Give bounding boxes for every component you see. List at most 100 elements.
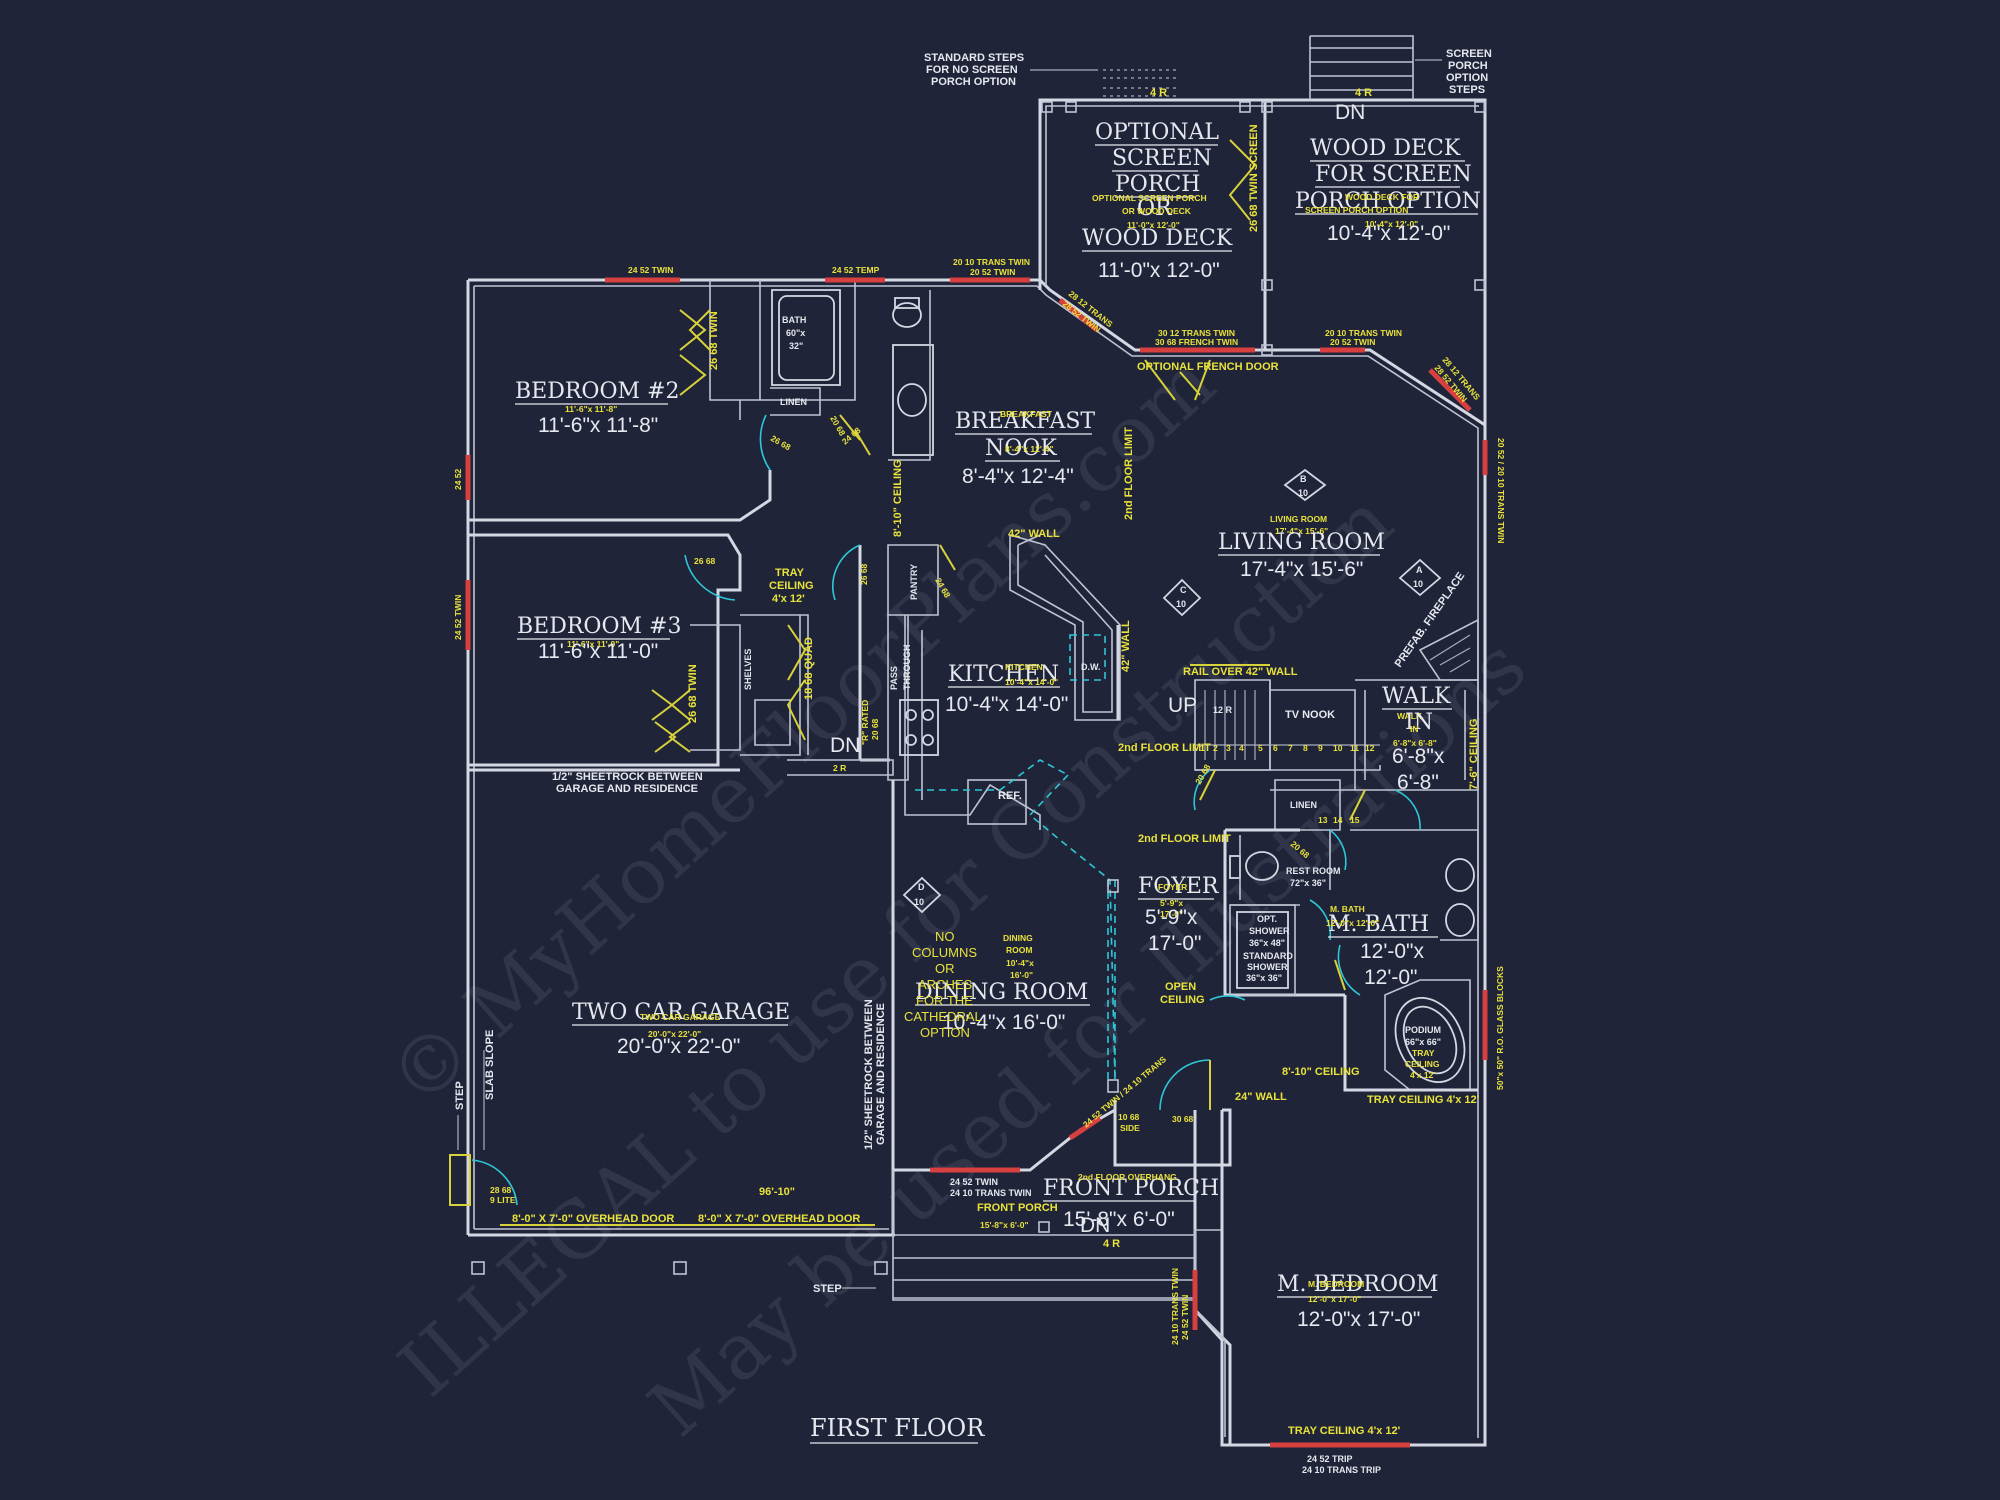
overhead-2: 8'-0" X 7'-0" OVERHEAD DOOR: [698, 1213, 860, 1225]
wall42: 42" WALL: [1008, 528, 1060, 540]
floor-limit-3: 2nd FLOOR OVERHANG: [1078, 1172, 1177, 1182]
sheetrock-v-2: GARAGE AND RESIDENCE: [875, 1003, 887, 1145]
walkin-name-2: IN: [1405, 710, 1433, 735]
living-sub-2: 17'-4"x 15'-6": [1275, 526, 1328, 536]
living-sub-1: LIVING ROOM: [1270, 514, 1327, 524]
ceiling-810b: 8'-10" CEILING: [1282, 1066, 1360, 1078]
glass-blocks: 50"x 50" R.O. GLASS BLOCKS: [1495, 966, 1505, 1090]
win-2452-left1: 24 52: [453, 468, 463, 490]
walkin-name: WALK: [1382, 684, 1451, 709]
mbed-side-win-2: 24 10 TRANS TWIN: [1170, 1268, 1180, 1345]
kitchen-sub-1: KITCHEN: [1005, 662, 1043, 672]
notes-section-a-0-label: A: [1416, 565, 1423, 575]
win-2010-trans: 20 10 TRANS TWIN: [953, 257, 1030, 267]
screenporch-sub-2: OR WOOD DECK: [1122, 206, 1192, 216]
screenporch-line-4: OR: [1137, 196, 1173, 221]
mbedroom-sub-1: M. BEDROOM: [1308, 1279, 1364, 1289]
notes-stair-nums-5-label: 6: [1273, 743, 1278, 753]
bath-3: 32": [789, 341, 803, 351]
notes-no-columns-1-label: COLUMNS: [912, 945, 977, 960]
breakfast-sub-1: BREAKFAST: [1000, 409, 1053, 419]
notes-stair-nums-9-label: 10: [1333, 743, 1343, 753]
dim-9610: 96'-10": [759, 1186, 795, 1198]
open-ceiling-2: CEILING: [1160, 994, 1205, 1006]
foyer-name: FOYER: [1138, 874, 1220, 899]
wooddeck-sub-1: WOOD DECK FOR: [1345, 192, 1419, 202]
mbedroom-sub-2: 12'-0"x 17'-0": [1308, 1294, 1361, 1304]
walkin-dims-2: 6'-8": [1397, 771, 1439, 794]
twin-2668: 26 68 TWIN: [708, 311, 720, 370]
kitchen-sub-2: 10'-4"x 14'-0": [1005, 677, 1058, 687]
notes-no-columns-3-label: ARCHES: [918, 977, 973, 992]
porch-win-2: 24 10 TRANS TWIN: [950, 1188, 1032, 1198]
wall42v: 42" WALL: [1120, 620, 1132, 672]
section-markers: B 10 A 10 C 10 D 10: [902, 468, 1442, 914]
mbath-sub-2: 12'-0"x 12'-0": [1326, 918, 1379, 928]
bedroom3-sub: 11'-6"x 11'-0": [567, 639, 619, 649]
notes-section-d-0-label: D: [918, 882, 925, 892]
mbed-bottom-win-1: 24 52 TRIP: [1307, 1454, 1353, 1464]
notes-section-b-0-label: B: [1300, 474, 1307, 484]
french-door-size: 30 68 FRENCH TWIN: [1155, 337, 1238, 347]
screen-steps-1: SCREEN: [1446, 48, 1492, 60]
tray-ceiling-b: TRAY CEILING 4'x 12': [1288, 1425, 1401, 1437]
tray-1: TRAY: [775, 567, 805, 579]
stair-numbers: 1 2 3 4 5 6 7 8 9 10 11 12 13 14 15: [1200, 743, 1375, 825]
living-dims: 17'-4"x 15'-6": [1240, 558, 1363, 581]
wooddeck-sub-2: SCREEN PORCH OPTION: [1305, 205, 1408, 215]
opt-shower-3: 36"x 48": [1249, 938, 1285, 948]
tv: TV NOOK: [1285, 709, 1335, 721]
ceiling-76: 7'-6" CEILING: [1468, 719, 1480, 790]
open-ceiling-1: OPEN: [1165, 981, 1196, 993]
notes-section-d-1-label: 10: [914, 897, 924, 907]
wooddeck-line-3: PORCH OPTION: [1295, 189, 1481, 214]
walkin-dims-1: 6'-8"x: [1392, 745, 1445, 768]
std-shower-2: SHOWER: [1247, 962, 1288, 972]
foyer-sub-2: 5'-9"x: [1160, 898, 1183, 908]
linen2: LINEN: [1290, 800, 1317, 810]
walkin-sub-3: 6'-8"x 6'-8": [1393, 738, 1437, 748]
podium-2: 66"x 66": [1405, 1037, 1441, 1047]
foyer-sub-3: 17'-0": [1160, 909, 1183, 919]
tray-3: 4'x 12': [772, 593, 805, 605]
doors: [449, 139, 1421, 1226]
podium-5: 4'x 12': [1410, 1070, 1435, 1080]
screenporch-sub-3: 11'-0"x 12'-0": [1127, 220, 1180, 230]
mbedroom-name: M. BEDROOM: [1277, 1272, 1439, 1297]
win-2052-twin-b: 20 52 TWIN: [1330, 337, 1375, 347]
pantry: PANTRY: [909, 564, 919, 600]
mbath-dims-1: 12'-0"x: [1360, 940, 1424, 963]
breakfast-dims: 8'-4"x 12'-4": [962, 465, 1074, 488]
notes-stair-nums-8-label: 9: [1318, 743, 1323, 753]
bedroom2-dims: 11'-6"x 11'-8": [538, 414, 658, 437]
frontporch-dims: 15'-8"x 6'-0": [1063, 1208, 1175, 1231]
kitchen-dims: 10'-4"x 14'-0": [945, 693, 1068, 716]
notes-no-columns-6-label: OPTION: [920, 1025, 970, 1040]
frontporch-name: FRONT PORCH: [1043, 1176, 1219, 1201]
bedroom2-sub: 11'-6"x 11'-8": [565, 404, 617, 414]
notes-stair-nums-0-label: 1: [1200, 743, 1205, 753]
notes-stair-nums-11-label: 12: [1365, 743, 1375, 753]
dining-sub-1: DINING: [1003, 933, 1033, 943]
screen-steps-3: OPTION: [1446, 72, 1488, 84]
screenporch-line-5: WOOD DECK: [1082, 226, 1233, 251]
rail42: RAIL OVER 42" WALL: [1183, 666, 1298, 678]
podium-3: TRAY: [1412, 1048, 1435, 1058]
restroom-1: REST ROOM: [1286, 866, 1341, 876]
notes-stair-nums2-2-label: 15: [1350, 815, 1360, 825]
notes-stair-nums-3-label: 4: [1239, 743, 1244, 753]
notes-stair-nums-2-label: 3: [1226, 743, 1231, 753]
screenporch-sub-1: OPTIONAL SCREEN PORCH: [1092, 193, 1207, 203]
frontporch-sub-1: FRONT PORCH: [977, 1202, 1058, 1214]
std-shower-1: STANDARD: [1243, 951, 1293, 961]
notes-no-columns-0-label: NO: [935, 929, 955, 944]
floor-limit-2: 2nd FLOOR LIMIT: [1138, 833, 1231, 845]
linen: LINEN: [780, 397, 807, 407]
overhead-1: 8'-0" X 7'-0" OVERHEAD DOOR: [512, 1213, 674, 1225]
step-2: STEP: [813, 1283, 842, 1295]
notes-section-b-1-label: 10: [1298, 488, 1308, 498]
std-steps-2: FOR NO SCREEN: [926, 64, 1018, 76]
notes-section-c-1-label: 10: [1176, 599, 1186, 609]
opt-shower-1: OPT.: [1257, 914, 1277, 924]
mbedroom-dims: 12'-0"x 17'-0": [1297, 1308, 1420, 1331]
